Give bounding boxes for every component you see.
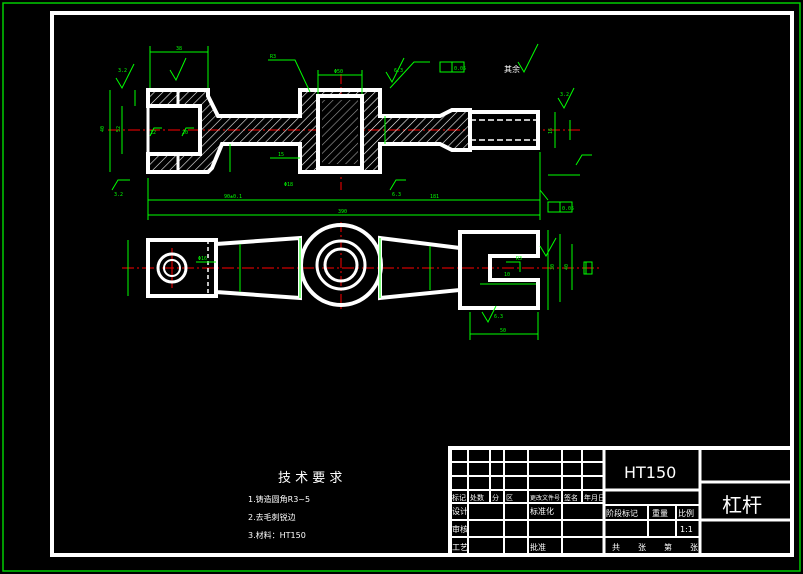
tech-req-item-2: 2.去毛刺锐边 — [248, 512, 296, 522]
row-check: 审核 — [452, 524, 468, 534]
tech-req-heading: 技 术 要 求 — [278, 471, 342, 486]
roughness-b: 6.3 — [394, 68, 403, 74]
dim-left-h1: 40 — [100, 126, 106, 132]
header-count: 处数 — [470, 493, 484, 502]
part-name: 杠杆 — [722, 493, 762, 517]
left-fork-top-lug — [146, 88, 180, 108]
dim-boss-width: Φ50 — [334, 69, 343, 75]
row-approve: 批准 — [530, 542, 546, 552]
header-zone: 区 — [506, 494, 513, 502]
header-doc: 更改文件号 — [530, 494, 560, 502]
dim-fork-depth: 20 — [182, 130, 188, 136]
row-design: 设计 — [452, 506, 468, 516]
dim-section-thk: 15 — [278, 152, 284, 158]
roughness-c: 3.2 — [560, 92, 569, 98]
front-view: 38 Φ50 90±0.1 181 390 3.2 6.3 3.2 3.2 6.… — [100, 43, 592, 220]
dim-left-h2: 52 — [116, 126, 122, 132]
scale-value: 1:1 — [680, 525, 693, 534]
boss-inner — [323, 247, 359, 283]
stage-mark: 阶段标记 — [606, 508, 638, 518]
left-hole-outer — [156, 252, 188, 284]
left-hole-inner — [163, 259, 181, 277]
dim-overall-length: 390 — [338, 209, 347, 215]
header-date: 年月日 — [584, 493, 605, 502]
dim-right-r: R3 — [516, 256, 522, 262]
dim-left-hole: Φ16 — [198, 256, 207, 262]
left-fork-section — [146, 88, 472, 174]
header-mark: 标记 — [452, 493, 466, 502]
row-standard: 标准化 — [530, 506, 554, 516]
sheet-no-unit: 张 — [690, 543, 698, 552]
dim-top-left: 38 — [176, 46, 182, 52]
sheet-no: 第 — [664, 542, 672, 552]
tech-req-item-3: 3.材料：HT150 — [248, 530, 306, 540]
tech-req-item-1: 1.铸造圆角R3~5 — [248, 494, 310, 504]
top-view: Φ16 30 40 50 10 R3 6.3 — [122, 222, 600, 340]
title-block — [448, 446, 794, 557]
right-fork — [458, 230, 540, 310]
header-sign: 签名 — [564, 493, 578, 502]
dim-hole: Φ18 — [284, 182, 293, 188]
top-roughness: 6.3 — [494, 314, 503, 320]
dim-right-slot: 16 — [548, 128, 554, 134]
top-view-small-box — [583, 261, 593, 275]
material-label: HT150 — [624, 463, 676, 482]
tol-right-value: 0.05 — [562, 206, 574, 212]
sheet-total: 共 — [612, 543, 620, 552]
dim-left-length: 90±0.1 — [224, 194, 242, 200]
roughness-d: 3.2 — [114, 192, 123, 198]
dim-right-w1: 30 — [550, 264, 556, 270]
technical-requirements: 技 术 要 求 1.铸造圆角R3~5 2.去毛刺锐边 3.材料：HT150 — [248, 471, 342, 540]
header-div: 分 — [492, 493, 499, 502]
dim-right-length: 181 — [430, 194, 439, 200]
row-process: 工艺 — [452, 543, 468, 552]
tol-frame-value: 0.05 — [454, 66, 466, 72]
dim-right-len: 50 — [500, 328, 506, 334]
rest-roughness-label: 其余 — [504, 64, 520, 74]
right-arm-end — [468, 110, 540, 150]
dim-right-w2: 40 — [564, 264, 570, 270]
dim-fillet: R3 — [270, 54, 276, 60]
roughness-a: 3.2 — [118, 68, 127, 74]
stage-scale: 比例 — [678, 508, 694, 518]
sheet-total-unit: 张 — [638, 543, 646, 552]
roughness-e: 6.3 — [392, 192, 401, 198]
dim-fork-slot: 12 — [150, 130, 156, 136]
boss-mid — [315, 239, 367, 291]
stage-weight: 重量 — [652, 508, 668, 518]
dim-right-slot-top: 10 — [504, 272, 510, 278]
drawing-frame — [50, 11, 794, 557]
left-fork-bottom-lug — [146, 152, 180, 174]
